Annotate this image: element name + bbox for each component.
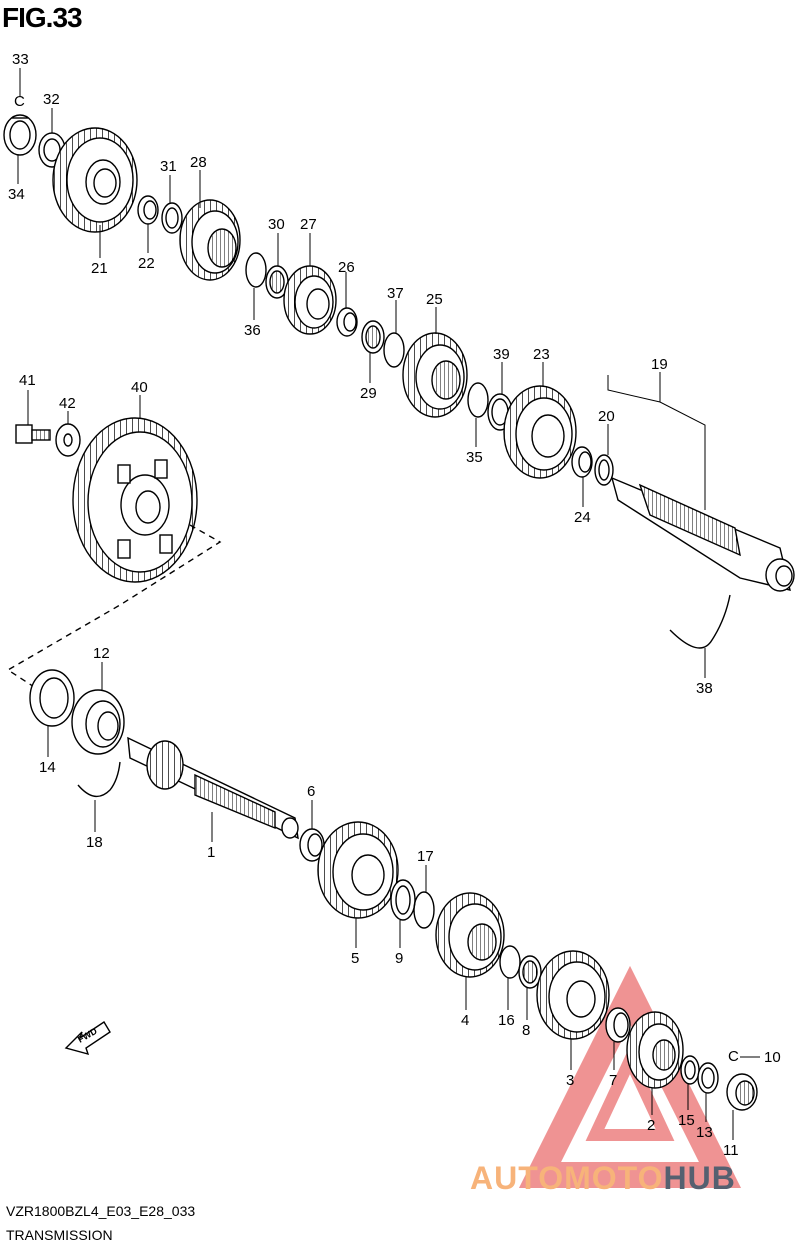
part-7-bushing <box>605 1007 631 1043</box>
part-36-circlip <box>245 252 267 288</box>
section-name: TRANSMISSION <box>6 1227 113 1243</box>
part-38-clip <box>669 594 731 649</box>
callout-9: 9 <box>395 950 403 967</box>
watermark-text: AUTOMOTOHUB <box>470 1160 736 1197</box>
part-9-washer <box>390 879 416 921</box>
part-11-bearing <box>726 1073 758 1111</box>
part-22-bushing <box>137 195 159 225</box>
part-15-washer <box>680 1055 700 1085</box>
part-40-gear <box>72 417 198 583</box>
part-3-gear <box>536 950 610 1040</box>
part-17-circlip <box>413 891 435 929</box>
callout-32: 32 <box>43 91 60 108</box>
callout-13: 13 <box>696 1124 713 1141</box>
part-39-washer <box>487 393 513 431</box>
part-20-washer <box>594 454 614 486</box>
part-12-bearing <box>71 689 125 755</box>
part-31-washer <box>161 202 183 234</box>
part-21-gear <box>52 127 138 233</box>
watermark-logo <box>518 965 742 1188</box>
callout-31: 31 <box>160 158 177 175</box>
callout-11: 11 <box>723 1142 739 1159</box>
callout-3: 3 <box>566 1072 574 1089</box>
callout-28: 28 <box>190 154 207 171</box>
part-30-washer <box>265 265 289 299</box>
callout-5: 5 <box>351 950 359 967</box>
driveshaft-assembly <box>29 669 758 1111</box>
callout-39: 39 <box>493 346 510 363</box>
callout-21: 21 <box>91 260 108 277</box>
callout-14: 14 <box>39 759 56 776</box>
part-1-driveshaft <box>127 736 299 840</box>
part-14-oil-seal <box>29 669 75 727</box>
part-26-bushing <box>336 307 358 337</box>
part-28-gear <box>179 199 241 281</box>
part-4-gear <box>435 892 505 978</box>
countershaft-assembly <box>3 114 795 649</box>
part-37-circlip <box>383 332 405 368</box>
part-42-washer <box>55 423 81 457</box>
callout-37: 37 <box>387 285 404 302</box>
callout-23: 23 <box>533 346 550 363</box>
callout-41: 41 <box>19 372 36 389</box>
part-41-bolt <box>15 424 51 444</box>
callout-4: 4 <box>461 1012 469 1029</box>
part-29-washer <box>361 320 385 354</box>
callout-40: 40 <box>131 379 148 396</box>
callout-1: 1 <box>207 844 215 861</box>
model-code: VZR1800BZL4_E03_E28_033 <box>6 1203 196 1219</box>
callout-30: 30 <box>268 216 285 233</box>
part-35-circlip <box>467 382 489 418</box>
part-34-needle-bearing <box>3 114 37 156</box>
part-5-gear <box>317 821 399 919</box>
part-8-washer <box>518 955 542 989</box>
callout-7: 7 <box>609 1072 617 1089</box>
callout-27: 27 <box>300 216 317 233</box>
part-19-countershaft <box>610 476 795 592</box>
callout-26: 26 <box>338 259 355 276</box>
fwd-arrow-icon: FWD <box>64 1021 111 1056</box>
part-24-bushing <box>571 446 593 478</box>
callout-15: 15 <box>678 1112 695 1129</box>
callout-22: 22 <box>138 255 155 272</box>
callout-29: 29 <box>360 385 377 402</box>
callout-17: 17 <box>417 848 434 865</box>
watermark-part-a: AUTOMOTO <box>470 1160 664 1196</box>
figure-title: FIG.33 <box>2 2 83 33</box>
callout-12: 12 <box>93 645 110 662</box>
callout-42: 42 <box>59 395 76 412</box>
callout-36: 36 <box>244 322 261 339</box>
callout-20: 20 <box>598 408 615 425</box>
leader-lines <box>17 68 760 1140</box>
callout-24: 24 <box>574 509 591 526</box>
part-25-gear <box>402 332 468 418</box>
callout-6: 6 <box>307 783 315 800</box>
callout-35: 35 <box>466 449 483 466</box>
part-2-gear <box>626 1011 684 1089</box>
callout-16: 16 <box>498 1012 515 1029</box>
watermark-part-b: HUB <box>663 1160 736 1196</box>
part-16-circlip <box>499 945 521 979</box>
callout-19: 19 <box>651 356 668 373</box>
circlip-mark: C <box>14 93 25 110</box>
part-27-gear <box>283 265 337 335</box>
circlip-mark: C <box>728 1048 739 1065</box>
callout-25: 25 <box>426 291 443 308</box>
callout-18: 18 <box>86 834 103 851</box>
callout-38: 38 <box>696 680 713 697</box>
part-18-clip <box>77 761 121 798</box>
callout-labels: 33 32 34 31 28 21 22 30 27 26 36 37 25 2… <box>8 51 781 1159</box>
callout-2: 2 <box>647 1117 655 1134</box>
callout-34: 34 <box>8 186 25 203</box>
callout-8: 8 <box>522 1022 530 1039</box>
callout-10: 10 <box>764 1049 781 1066</box>
part-23-gear <box>503 385 577 479</box>
part-13-washer <box>697 1062 719 1094</box>
output-gear-assembly <box>6 417 222 693</box>
callout-33: 33 <box>12 51 29 68</box>
